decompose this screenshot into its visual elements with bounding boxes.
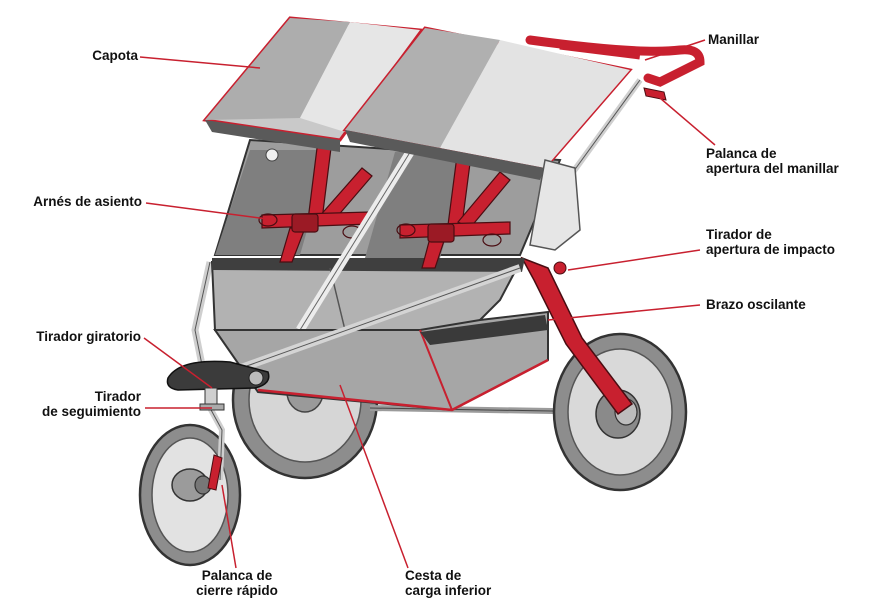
label-handlebar-release-lever: Palanca de apertura del manillar [706, 146, 839, 176]
leader-lines [139, 39, 716, 569]
handlebar-assembly [265, 35, 705, 275]
quick-release-lever-part [207, 454, 223, 491]
label-lower-basket: Cesta de carga inferior [405, 568, 492, 598]
front-wheel [138, 423, 242, 567]
label-handlebar: Manillar [708, 32, 760, 47]
label-tracking-pull: Tirador de seguimiento [41, 389, 141, 419]
label-seat-harness: Arnés de asiento [33, 194, 142, 209]
label-swing-arm: Brazo oscilante [706, 297, 806, 312]
harness-right [396, 147, 511, 269]
label-canopy: Capota [92, 48, 138, 63]
front-swivel-housing [166, 360, 270, 391]
handlebar-release-lever [643, 87, 667, 101]
label-impact-release-pull: Tirador de apertura de impacto [706, 227, 836, 257]
label-quick-release-lever: Palanca de cierre rápido [196, 568, 278, 598]
harness-left [258, 139, 373, 263]
canopy-right [342, 26, 633, 180]
canopy-left [202, 16, 423, 152]
label-swivel-pull: Tirador giratorio [36, 329, 141, 344]
swing-arm [520, 256, 634, 416]
